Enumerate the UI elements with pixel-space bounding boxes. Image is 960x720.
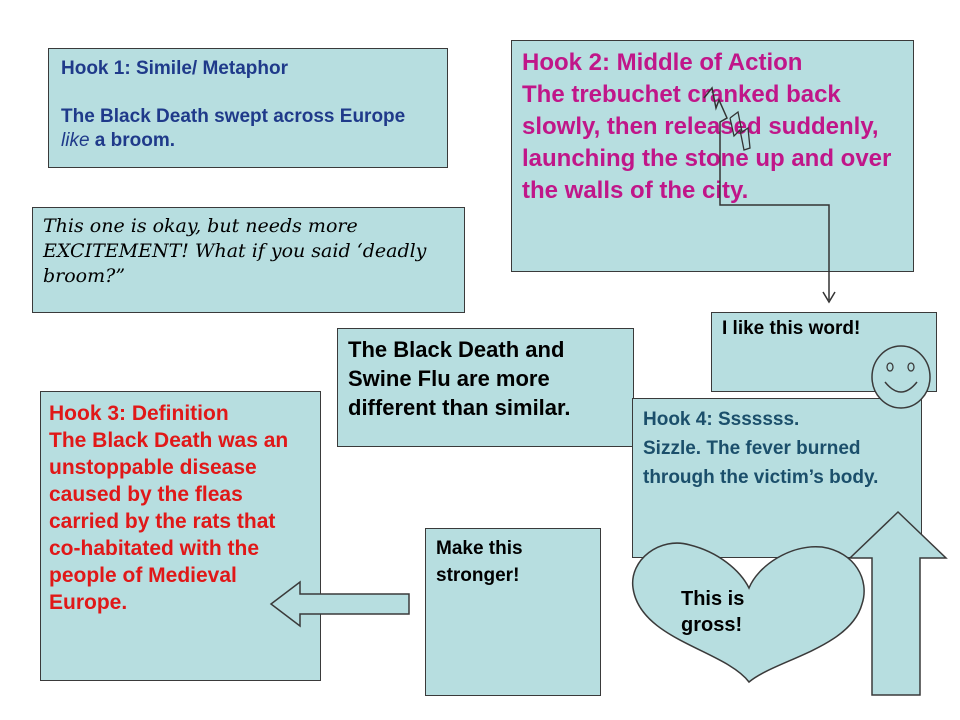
hook4-box: Hook 4: Sssssss. Sizzle. The fever burne… [632, 398, 922, 558]
hook3-title: Hook 3: Definition [49, 402, 229, 425]
hook2-title: Hook 2: Middle of Action [522, 49, 803, 76]
hook3-box: Hook 3: Definition The Black Death was a… [40, 391, 321, 681]
hook1-body-end: a broom. [89, 130, 176, 151]
stronger-comment-text: Make this stronger! [436, 538, 523, 586]
hook1-body-start: The Black Death swept across Europe [61, 106, 406, 127]
hook2-box: Hook 2: Middle of Action The trebuchet c… [511, 40, 914, 272]
gross-comment-text: This is gross! [681, 586, 791, 638]
hook1-comment-text: This one is okay, but needs more EXCITEM… [43, 215, 427, 287]
thesis-text: The Black Death and Swine Flu are more d… [348, 337, 571, 420]
word-comment-text: I like this word! [722, 318, 861, 339]
hook4-title: Hook 4: Sssssss. [643, 409, 800, 430]
thesis-box: The Black Death and Swine Flu are more d… [337, 328, 634, 447]
hook3-body: The Black Death was an unstoppable disea… [49, 429, 289, 614]
hook1-comment-box: This one is okay, but needs more EXCITEM… [32, 207, 465, 313]
hook1-body: The Black Death swept across Europe like… [61, 105, 435, 153]
word-comment-box: I like this word! [711, 312, 937, 392]
stronger-comment-box: Make this stronger! [425, 528, 601, 696]
gross-comment-label: This is gross! [681, 588, 745, 636]
hook1-box: Hook 1: Simile/ Metaphor The Black Death… [48, 48, 448, 168]
hook1-title: Hook 1: Simile/ Metaphor [61, 58, 288, 79]
hook1-like-word: like [61, 130, 90, 151]
hook2-body: The trebuchet cranked back slowly, then … [522, 81, 892, 204]
hook4-body: Sizzle. The fever burned through the vic… [643, 438, 879, 488]
